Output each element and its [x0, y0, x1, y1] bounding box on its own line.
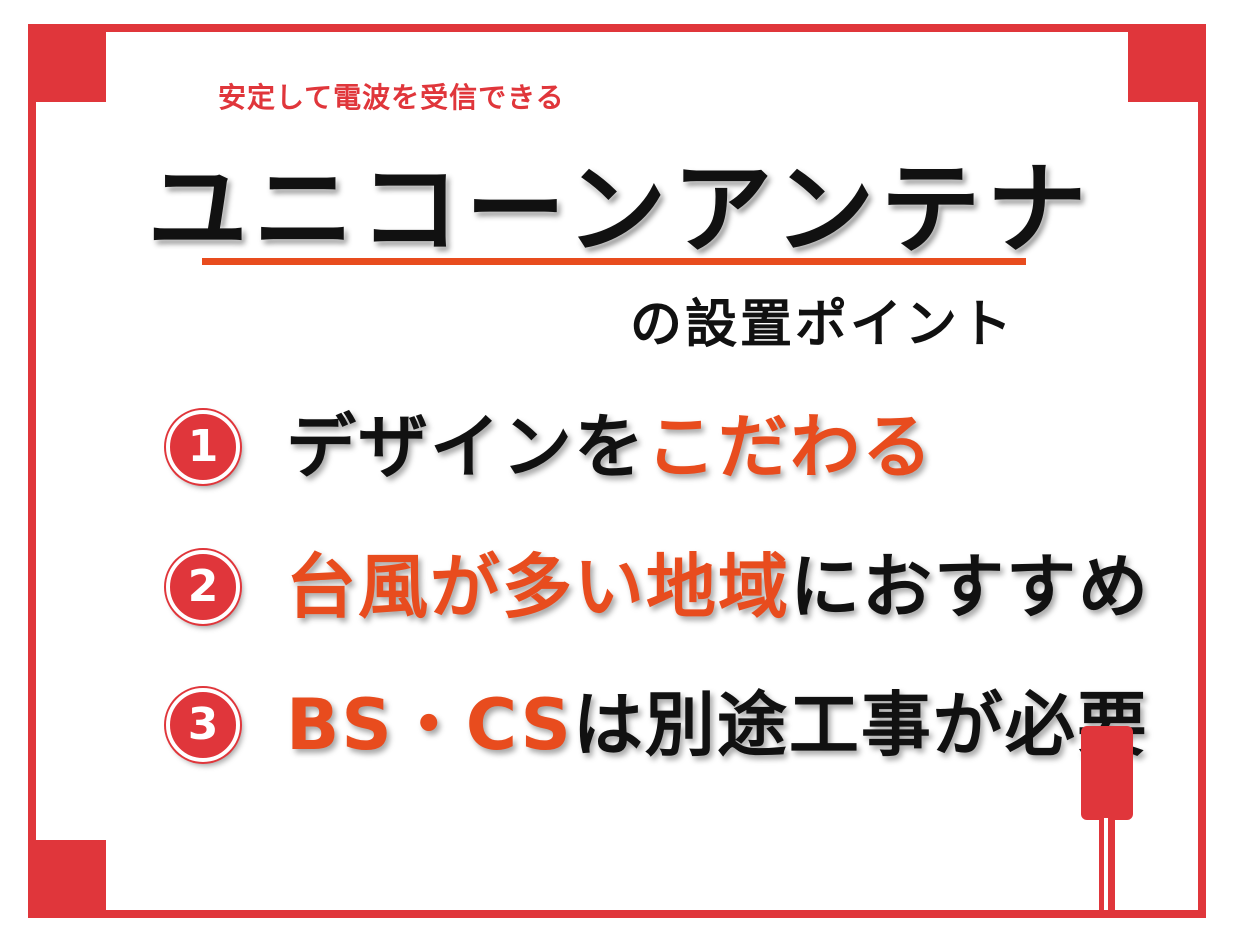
page-title: ユニコーンアンテナ [147, 151, 1093, 268]
number-badge-3: 3 [166, 688, 240, 762]
plug-icon [1081, 726, 1133, 820]
point-text-2-part-1: 台風が多い地域 [286, 546, 790, 628]
subtitle: 安定して電波を受信できる [218, 81, 565, 114]
point-text-3-part-2: は別途工事が必要 [572, 684, 1149, 766]
corner-decoration-top-left [28, 24, 106, 102]
point-text-3-part-1: BS・CS [286, 684, 573, 766]
point-text-2-part-2: におすすめ [790, 546, 1150, 628]
plug-cable-icon [1099, 818, 1115, 910]
point-text-3: BS・CSは別途工事が必要 [286, 682, 1149, 768]
point-text-2: 台風が多い地域におすすめ [286, 544, 1150, 630]
title-underline [202, 258, 1026, 265]
point-text-1-part-1: デザインを [286, 406, 646, 488]
corner-decoration-bottom-left [28, 840, 106, 918]
point-text-1-part-2: こだわる [646, 406, 934, 488]
corner-decoration-top-right [1128, 24, 1206, 102]
number-badge-2: 2 [166, 550, 240, 624]
number-badge-1: 1 [166, 410, 240, 484]
title-suffix: の設置ポイント [630, 295, 1016, 355]
point-text-1: デザインをこだわる [286, 404, 934, 490]
